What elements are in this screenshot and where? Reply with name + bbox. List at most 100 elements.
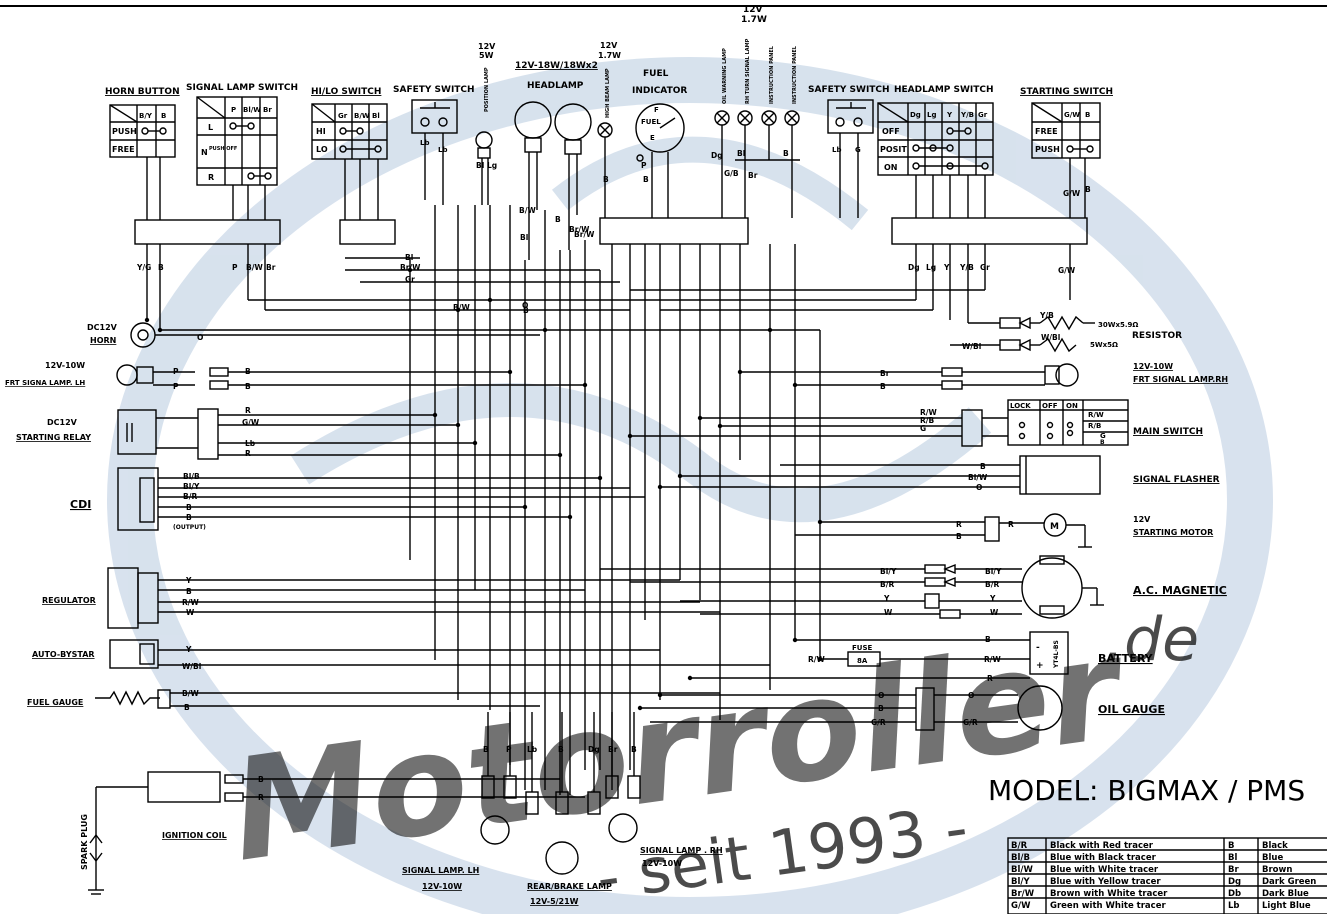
sls-row-n-sub: PUSH OFF [209,146,237,152]
wire-label-flasher-2: O [976,483,982,492]
ssr-wire-2: G [855,146,861,154]
sls-col-p: P [231,106,236,114]
hls-row-on: ON [884,163,898,172]
horn-button-title: HORN BUTTON [105,87,180,97]
fuel-indicator-title: FUEL [643,69,669,79]
legend-cell: Bl/B [1011,853,1030,863]
frt-signal-lh-rating: 12V-10W [45,361,85,370]
resistor-5w [1039,337,1077,353]
junction-dot [637,705,643,711]
junction-dot [717,423,723,429]
main-switch-row-rw: R/W [1088,411,1104,419]
junction-dot [817,519,823,525]
wire-label-oil-2: G/R [871,718,886,727]
wire-label-top_misc-8: B [555,215,561,224]
frt-signal-lh-label: FRT SIGNA LAMP. LH [5,379,85,387]
wire-label-battery-0: R/W [808,655,826,664]
wire-label-horn-1: B [158,263,164,272]
high-beam-watt: 1.7W [598,51,621,60]
starting-relay-label: STARTING RELAY [16,433,91,442]
legend-cell: Br/W [1011,889,1035,899]
horn-col-by: B/Y [139,112,153,120]
hls-col-y: Y [946,111,953,119]
wire-label-regulator-1: B [186,587,192,596]
watermark-arc [551,136,869,231]
panel-lamp-label-4: INSTRUCTION PANEL [792,45,798,104]
wire-label-relay-3: R [245,449,251,458]
wire-label-acmag-0: Bl/Y [880,567,897,576]
model-title: MODEL: BIGMAX / PMS [988,774,1305,807]
legend-cell: Db [1228,889,1241,899]
main-switch-table [1007,399,1129,446]
main-switch-col-on: ON [1066,402,1078,410]
wire-label-resistor-2: W/Bl [962,342,981,351]
ss-col-gw: G/W [1064,111,1080,119]
wire-label-top_misc-15: Bl [737,149,745,158]
wire-label-acmag-6: Y [989,594,996,603]
horn-label: HORN [90,336,116,345]
wire-label-bottom-6: B [631,745,637,754]
junction-dot [597,475,603,481]
watermark [107,57,1273,918]
cdi-label: CDI [70,498,91,511]
ss-row-push: PUSH [1035,145,1060,154]
hilo-col-bl: Bl [372,112,380,120]
starting-motor-symbol: M [1050,522,1059,532]
junction-dot [432,412,438,418]
sls-col-br: Br [263,106,272,114]
fuel-gauge-resistor [95,690,160,706]
cdi-unit [117,467,159,531]
wire-label-oil-4: G/R [963,718,978,727]
wire-label-frt_lh-1: P [173,382,179,391]
junction-dot [657,484,663,490]
main-switch-row-b: B [1100,439,1105,446]
wire-label-top_misc-11: B [643,175,649,184]
hilo-switch-table [311,103,388,160]
cdi-output-label: (OUTPUT) [173,524,206,531]
legend-cell: Bl/W [1011,865,1033,875]
fuel-indicator-f: F [654,106,659,114]
sls-col-blw: Bl/W [243,106,261,114]
horn-volt: DC12V [87,323,118,332]
resistor-label: RESISTOR [1132,331,1182,341]
signal-lamp-lh-label: SIGNAL LAMP. LH [402,866,479,875]
signal-lamp-switch-title: SIGNAL LAMP SWITCH [186,83,298,93]
legend-cell: Blue with Black tracer [1050,853,1157,863]
battery [1029,631,1069,675]
ac-magnetic-label: A.C. MAGNETIC [1133,584,1227,597]
wire-label-bottom-5: Br [608,745,618,754]
headlamp-rating: 12V-18W/18Wx2 [515,61,598,71]
wire-label-flasher-0: B [980,462,986,471]
junction-dots [144,267,823,711]
wire-label-oil-0: O [878,691,884,700]
battery-model: YT4L-BS [1053,640,1060,669]
junction-dot [557,452,563,458]
junction-dot [522,504,528,510]
legend-cell: Dark Blue [1262,889,1309,899]
legend-cell: Blue [1262,853,1283,863]
legend-cell: Green with White tracer [1050,901,1166,911]
battery-neg: - [1036,643,1040,653]
wire-label-oil-1: B [878,704,884,713]
junction-dot [157,327,163,333]
wire-label-acmag-3: W [884,608,893,617]
legend-cell: B [1228,841,1234,851]
regulator-label: REGULATOR [42,596,96,605]
wire-label-sig_sw-2: Br [266,263,276,272]
wire-label-cdi-4: B [186,513,192,522]
junction-dot [567,514,573,520]
legend-cell: Brown with White tracer [1050,889,1168,899]
wire-label-frt_lh-2: B [245,367,251,376]
wire-label-bottom-3: B [558,745,564,754]
position-lamp-label: POSITION LAMP [484,67,490,112]
legend-cell: Brown [1262,865,1292,875]
junction-dot [507,369,513,375]
battery-label: BATTERY [1098,652,1154,665]
schematic [88,96,1327,915]
junction-dot [487,297,493,303]
hilo-switch-title: HI/LO SWITCH [311,87,381,97]
ssr-wire-1: Lb [832,146,841,154]
ac-magnetic-generator [1021,557,1083,619]
wire-label-top_misc-4: O [522,301,528,310]
oil-gauge [1017,685,1063,731]
